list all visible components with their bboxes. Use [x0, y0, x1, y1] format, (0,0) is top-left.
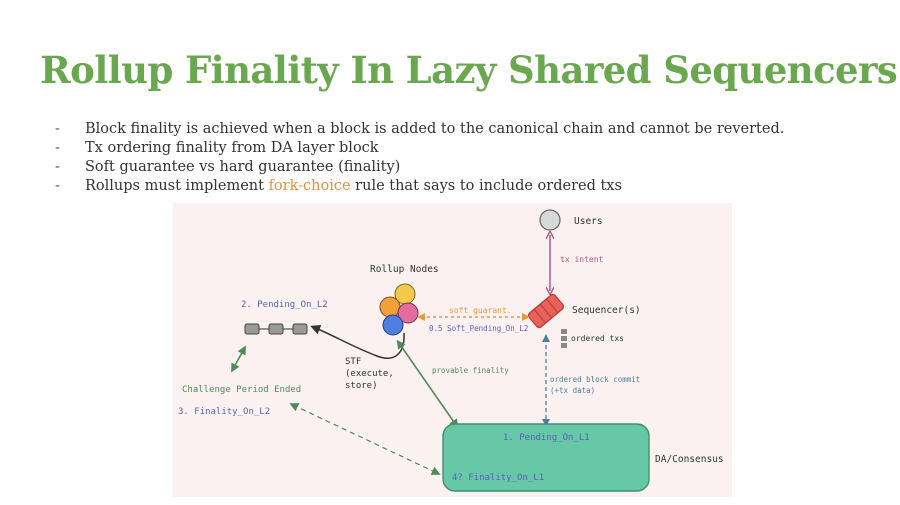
finality-l2-label: 3. Finality_On_L2 [178, 407, 270, 417]
bullet-dash: - [55, 121, 60, 137]
ordered-block-commit-label: ordered block commit (+tx data) [550, 375, 645, 395]
bullet-dash: - [55, 178, 60, 194]
bullet-dash: - [55, 140, 60, 156]
bullet-text: rule that says to include ordered txs [350, 178, 622, 194]
tx-intent-label: tx intent [560, 255, 604, 264]
bullet-text: Rollups must implement [85, 178, 269, 194]
bullet-text: Block finality is achieved when a block … [85, 121, 785, 137]
bullet-list: - Block finality is achieved when a block… [55, 120, 784, 196]
challenge-arrow [231, 345, 246, 373]
sequencer-label: Sequencer(s) [572, 305, 641, 316]
da-consensus-label: DA/Consensus [655, 454, 724, 465]
bullet-dash: - [55, 159, 60, 175]
rollup-node-icon [382, 314, 404, 336]
pending-l2-label: 2. Pending_On_L2 [241, 300, 328, 310]
rollup-node-icon [379, 296, 401, 318]
bullet-item: - Tx ordering finality from DA layer bloc… [55, 139, 784, 158]
fork-choice-highlight: fork-choice [268, 178, 351, 194]
l2-block-icon [244, 323, 260, 335]
pending-l1-label: 1. Pending_On_L1 [503, 433, 590, 443]
bullet-item: - Rollups must implement fork-choice rule… [55, 177, 784, 196]
l2-block-icon [292, 323, 308, 335]
users-label: Users [574, 216, 603, 227]
stf-label: STF (execute, store) [345, 357, 399, 391]
bullet-text: Soft guarantee vs hard guarantee (finali… [85, 159, 401, 175]
bullet-item: - Block finality is achieved when a block… [55, 120, 784, 139]
finality-diagram: Users tx intent Sequencer(s) ordered txs… [173, 203, 732, 497]
sequencer-icon [527, 293, 565, 329]
slide-title: Rollup Finality In Lazy Shared Sequencer… [40, 48, 898, 92]
l2-block-icon [268, 323, 284, 335]
ordered-txs-icon [561, 336, 567, 341]
finality-l1-label: 4? Finality_On_L1 [452, 473, 544, 483]
provable-finality-arrow [396, 339, 459, 429]
provable-finality-label: provable finality [432, 366, 509, 375]
users-icon [539, 209, 561, 231]
bullet-item: - Soft guarantee vs hard guarantee (final… [55, 158, 784, 177]
ordered-txs-icon [561, 343, 567, 348]
challenge-period-label: Challenge Period Ended [182, 385, 301, 395]
bullet-text: Tx ordering finality from DA layer block [85, 140, 379, 156]
soft-guarant-label: soft guarant. [449, 306, 512, 315]
ordered-txs-icon [561, 329, 567, 334]
da-consensus-box[interactable] [442, 423, 650, 492]
ordered-txs-label: ordered txs [571, 334, 624, 343]
soft-pending-label: 0.5 Soft_Pending_On_L2 [429, 324, 528, 333]
rollup-nodes-label: Rollup Nodes [370, 264, 439, 275]
